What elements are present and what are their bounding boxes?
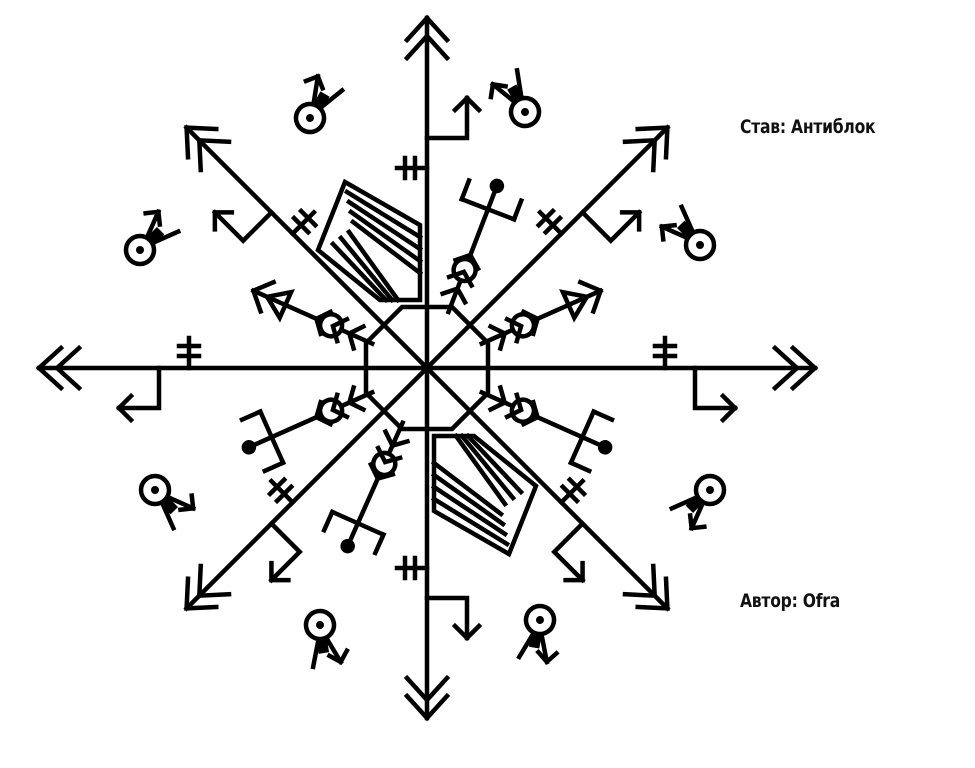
eye-sigil-icon	[293, 73, 346, 135]
eye-sigil-icon	[303, 608, 350, 670]
hatched-rhomb	[315, 178, 424, 304]
spoke-arrow	[423, 124, 671, 372]
eye-sigil-icon	[123, 208, 182, 267]
center-octagon	[363, 304, 491, 432]
hatched-rhomb	[430, 432, 539, 558]
spoke-arrow	[423, 364, 671, 612]
inner-spoke	[321, 419, 411, 556]
eye-sigil-icon	[488, 67, 542, 129]
inner-spoke	[250, 279, 376, 352]
eye-sigil-icon	[658, 203, 717, 262]
satellite-symbols	[123, 67, 727, 670]
eye-sigil-icon	[138, 473, 197, 532]
spoke-arrow	[183, 124, 431, 372]
eye-sigil-icon	[516, 603, 560, 665]
hatched-rhombs	[315, 178, 539, 558]
spoke-arrow	[394, 14, 483, 371]
eye-sigil-icon	[668, 473, 727, 532]
inner-spoke	[439, 177, 525, 315]
inner-spoke	[478, 279, 604, 352]
inner-spoke	[478, 384, 615, 474]
spoke-arrow	[183, 364, 431, 612]
main-spokes	[35, 14, 819, 722]
inner-spoke	[239, 384, 376, 474]
spoke-arrow	[394, 365, 483, 722]
spoke-arrow	[424, 335, 819, 424]
spoke-arrow	[35, 335, 430, 424]
inner-spokes	[239, 177, 615, 556]
stave-title: Став: Антиблок	[740, 116, 876, 138]
stave-author: Автор: Ofra	[740, 590, 840, 612]
